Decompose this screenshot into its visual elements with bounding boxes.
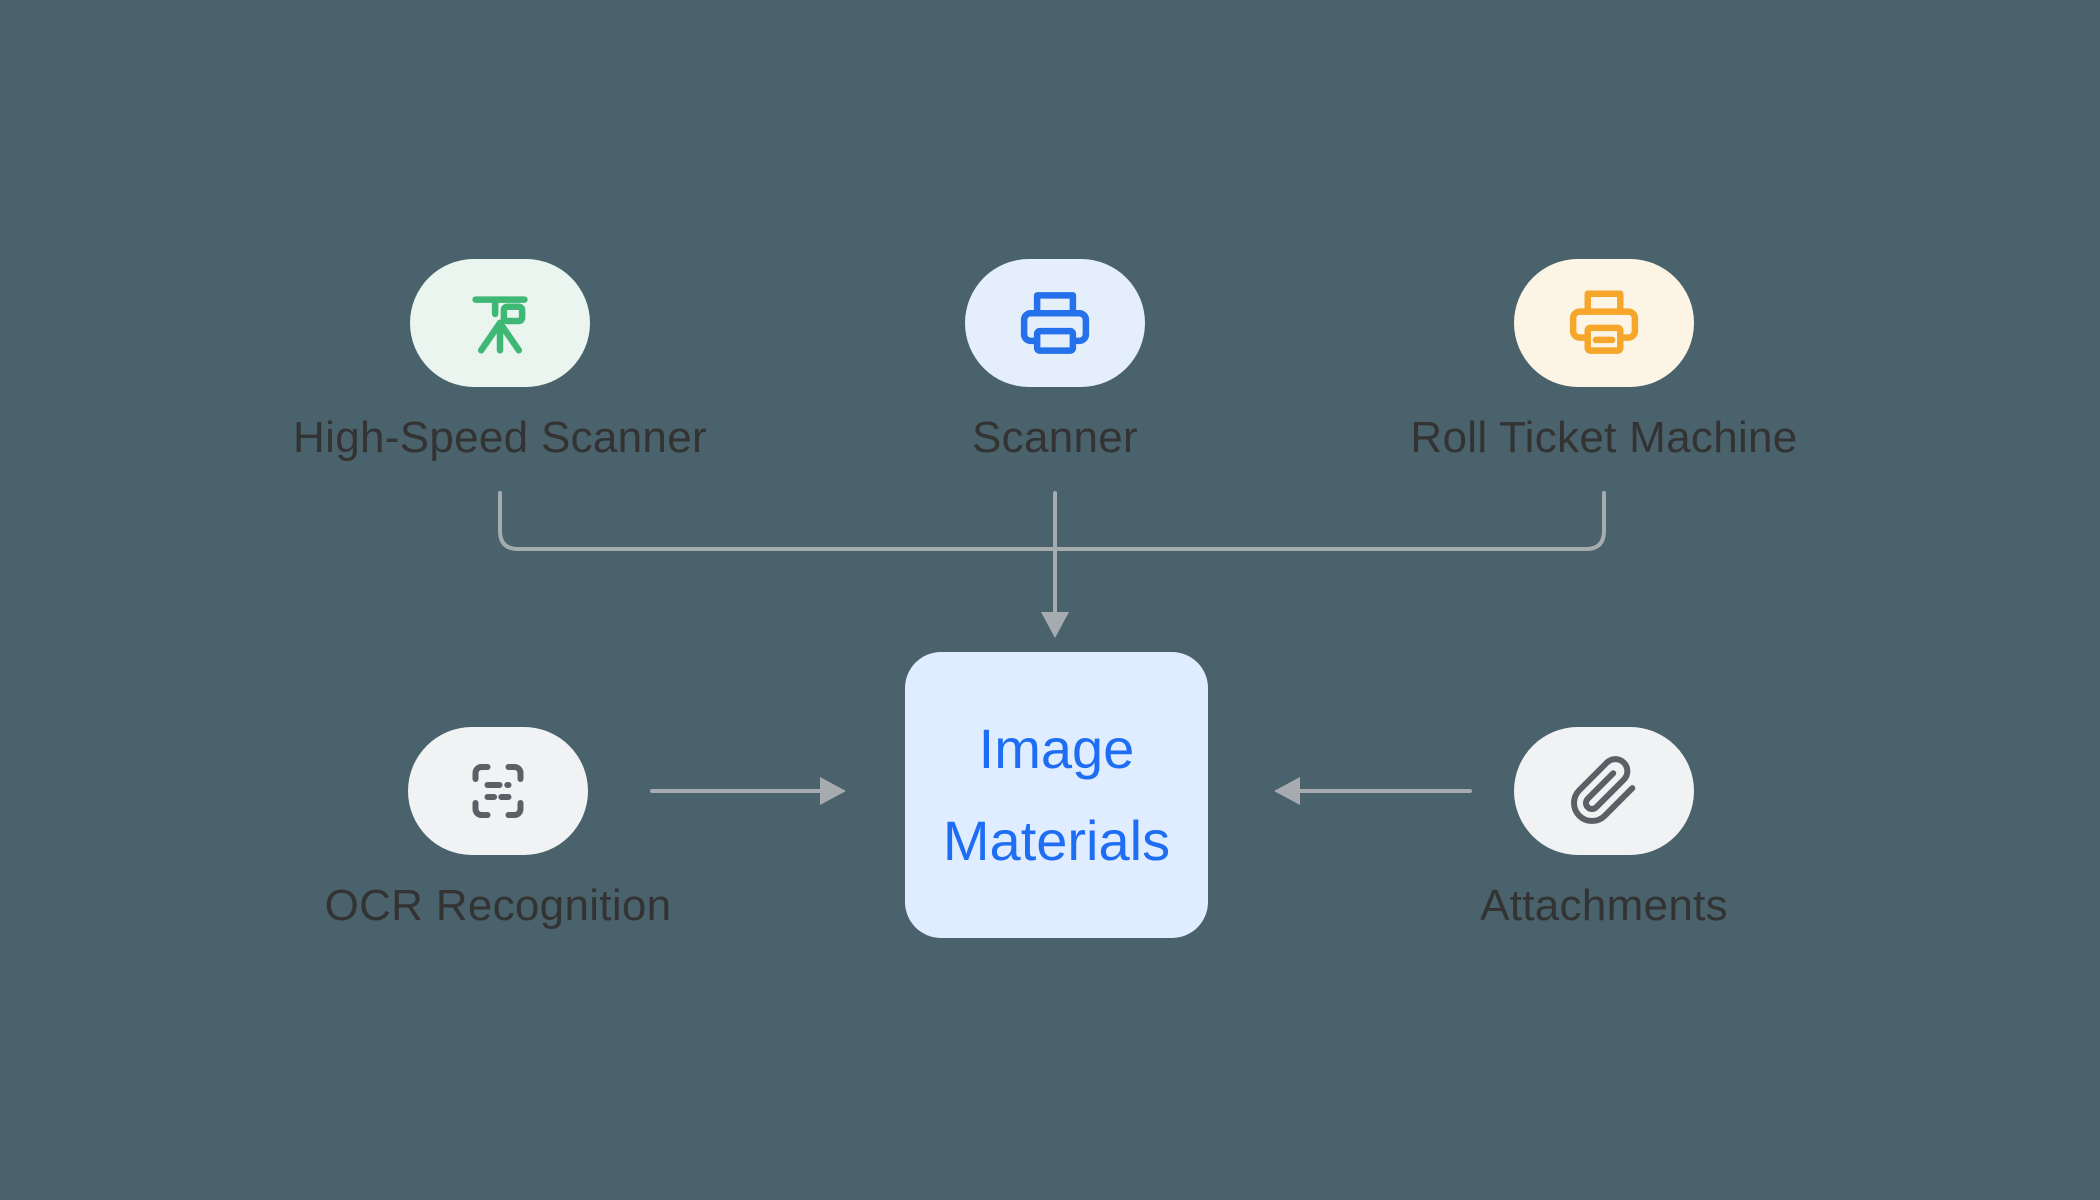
right-arrowhead [820, 777, 846, 805]
label-attachments: Attachments [1480, 881, 1728, 930]
paperclip-icon [1568, 755, 1640, 827]
high-speed-scanner-icon [461, 284, 539, 362]
receipt-printer-icon [1565, 284, 1643, 362]
label-image-materials: Image Materials [942, 716, 1171, 872]
label-roll-ticket-machine: Roll Ticket Machine [1410, 413, 1798, 462]
node-image-materials: Image Materials [905, 652, 1208, 938]
node-scanner [965, 259, 1145, 387]
ocr-scan-frame-icon [462, 755, 534, 827]
left-arrowhead [1274, 777, 1300, 805]
node-attachments [1514, 727, 1694, 855]
printer-scanner-icon [1016, 284, 1094, 362]
label-scanner: Scanner [972, 413, 1138, 462]
node-ocr-recognition [408, 727, 588, 855]
label-high-speed-scanner: High-Speed Scanner [293, 413, 707, 462]
node-high-speed-scanner [410, 259, 590, 387]
node-roll-ticket-machine [1514, 259, 1694, 387]
down-arrowhead [1041, 612, 1069, 638]
bracket-connector [498, 491, 1606, 551]
label-ocr-recognition: OCR Recognition [324, 881, 672, 930]
